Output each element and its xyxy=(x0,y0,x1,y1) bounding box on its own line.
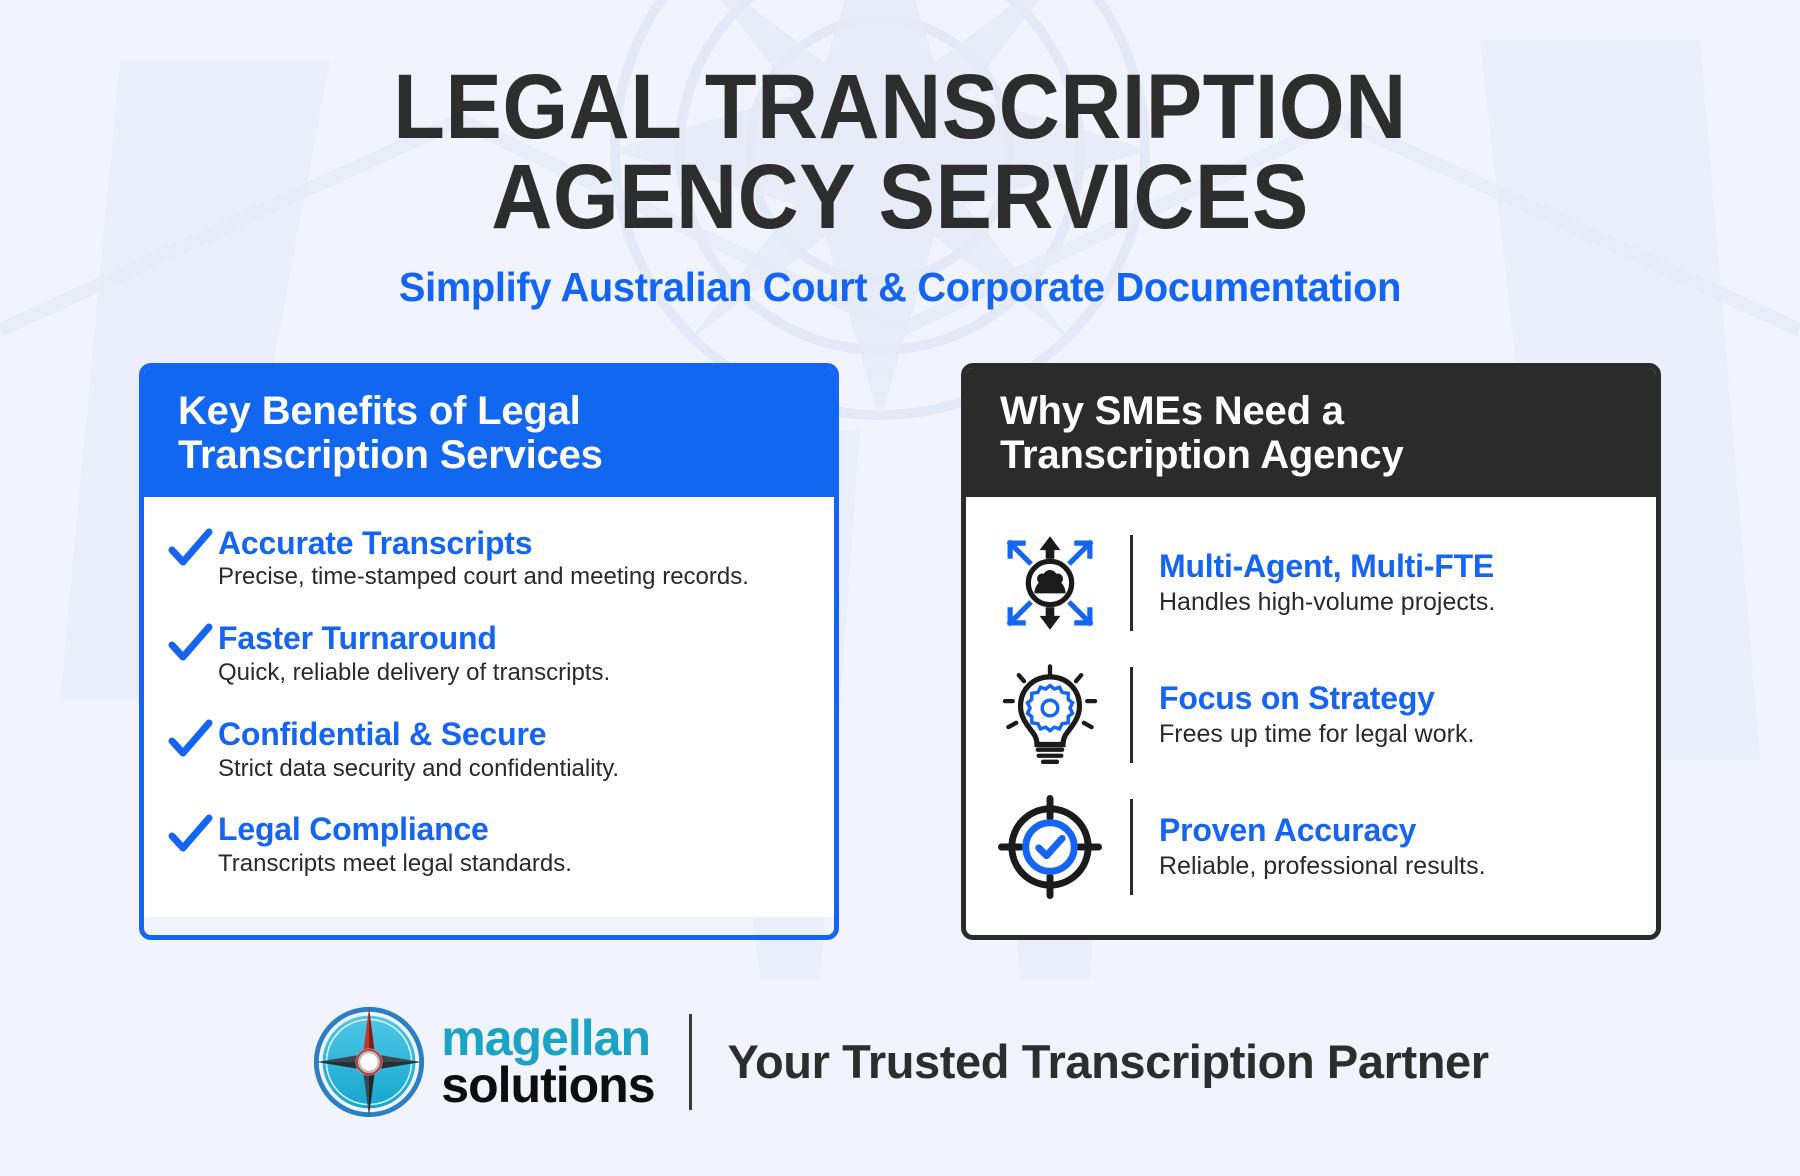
reason-title: Proven Accuracy xyxy=(1159,812,1417,849)
benefit-title: Confidential & Secure xyxy=(218,715,547,752)
header: LEGAL TRANSCRIPTION AGENCY SERVICES Simp… xyxy=(0,0,1800,311)
benefit-title: Accurate Transcripts xyxy=(218,524,533,561)
benefit-item: Confidential & Secure Strict data securi… xyxy=(166,714,814,784)
footer-tagline: Your Trusted Transcription Partner xyxy=(727,1035,1490,1089)
logo-word-magellan: magellan xyxy=(441,1010,651,1067)
reason-description: Frees up time for legal work. xyxy=(1159,720,1475,749)
reason-item: Multi-Agent, Multi-FTE Handles high-volu… xyxy=(992,517,1634,649)
reason-divider xyxy=(1130,666,1133,763)
benefit-text: Confidential & Secure Strict data securi… xyxy=(218,714,619,784)
key-benefits-title-line2: Transcription Services xyxy=(178,432,603,477)
page-subtitle: Simplify Australian Court & Corporate Do… xyxy=(398,264,1402,311)
reason-text: Focus on Strategy Frees up time for lega… xyxy=(1159,680,1474,749)
benefit-item: Legal Compliance Transcripts meet legal … xyxy=(166,809,814,879)
why-smes-card-header: Why SMEs Need a Transcription Agency xyxy=(966,368,1656,497)
why-smes-title-line1: Why SMEs Need a xyxy=(1000,389,1344,434)
benefit-text: Accurate Transcripts Precise, time-stamp… xyxy=(218,523,749,593)
reason-text: Multi-Agent, Multi-FTE Handles high-volu… xyxy=(1159,548,1495,617)
footer-divider xyxy=(688,1013,692,1110)
compass-rose-icon xyxy=(314,1006,425,1117)
benefit-description: Quick, reliable delivery of transcripts. xyxy=(218,659,611,687)
why-smes-title-line2: Transcription Agency xyxy=(1000,432,1404,477)
page-title: LEGAL TRANSCRIPTION AGENCY SERVICES xyxy=(72,61,1728,249)
key-benefits-card-title: Key Benefits of Legal Transcription Serv… xyxy=(178,390,800,476)
benefit-description: Transcripts meet legal standards. xyxy=(218,850,572,878)
reason-description: Handles high-volume projects. xyxy=(1159,588,1496,617)
reason-item: Focus on Strategy Frees up time for lega… xyxy=(992,649,1634,781)
check-icon xyxy=(168,814,213,852)
reason-item: Proven Accuracy Reliable, professional r… xyxy=(992,781,1634,913)
reason-description: Reliable, professional results. xyxy=(1159,852,1486,881)
cards-row: Key Benefits of Legal Transcription Serv… xyxy=(0,363,1800,940)
benefit-text: Faster Turnaround Quick, reliable delive… xyxy=(218,618,610,688)
key-benefits-card-header: Key Benefits of Legal Transcription Serv… xyxy=(144,368,834,497)
benefit-description: Precise, time-stamped court and meeting … xyxy=(218,563,749,591)
why-smes-card: Why SMEs Need a Transcription Agency xyxy=(961,363,1661,940)
benefit-item: Accurate Transcripts Precise, time-stamp… xyxy=(166,523,814,593)
reason-divider xyxy=(1130,534,1133,631)
page-title-line1: LEGAL TRANSCRIPTION xyxy=(393,56,1407,158)
target-check-icon xyxy=(992,794,1108,899)
reason-title: Multi-Agent, Multi-FTE xyxy=(1159,548,1495,585)
reason-divider xyxy=(1130,798,1133,895)
benefit-description: Strict data security and confidentiality… xyxy=(218,754,620,782)
key-benefits-title-line1: Key Benefits of Legal xyxy=(178,389,581,434)
check-icon xyxy=(168,719,213,757)
benefit-title: Faster Turnaround xyxy=(218,620,497,657)
logo-word-solutions: solutions xyxy=(441,1056,655,1113)
benefit-item: Faster Turnaround Quick, reliable delive… xyxy=(166,618,814,688)
reason-title: Focus on Strategy xyxy=(1159,680,1435,717)
key-benefits-card-body: Accurate Transcripts Precise, time-stamp… xyxy=(144,496,834,918)
check-icon xyxy=(168,623,213,661)
multi-agent-expand-icon xyxy=(992,531,1108,635)
reason-text: Proven Accuracy Reliable, professional r… xyxy=(1159,812,1486,881)
lightbulb-gear-icon xyxy=(992,663,1108,767)
benefit-title: Legal Compliance xyxy=(218,811,489,848)
page-title-line2: AGENCY SERVICES xyxy=(491,146,1309,249)
benefit-text: Legal Compliance Transcripts meet legal … xyxy=(218,809,572,879)
key-benefits-card: Key Benefits of Legal Transcription Serv… xyxy=(139,363,839,940)
why-smes-card-body: Multi-Agent, Multi-FTE Handles high-volu… xyxy=(966,496,1656,935)
magellan-logo-wordmark: magellan solutions xyxy=(441,1010,655,1113)
footer: magellan solutions Your Trusted Transcri… xyxy=(0,1004,1800,1120)
why-smes-card-title: Why SMEs Need a Transcription Agency xyxy=(1000,390,1622,476)
check-icon xyxy=(168,528,213,566)
